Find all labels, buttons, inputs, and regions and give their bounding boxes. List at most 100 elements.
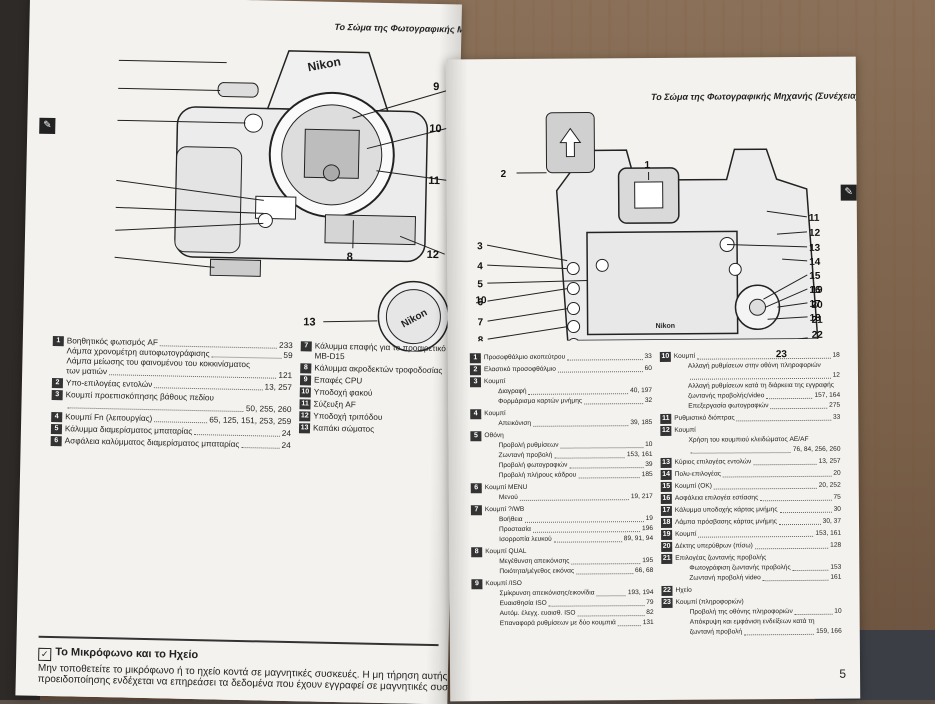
leader-dots [744, 634, 814, 635]
callout-21: 21 [812, 315, 823, 326]
legend-number: 17 [661, 506, 672, 516]
note-title: Το Μικρόφωνο και το Ηχείο [55, 646, 198, 661]
legend-text: Χρήση του κουμπιού κλειδώματος AE/AF [688, 435, 808, 446]
legend-text: Κουμπί (πληροφοριών) [676, 597, 744, 607]
leader-dots [766, 398, 812, 399]
leader-dots [571, 563, 640, 564]
callout-12: 12 [427, 249, 439, 261]
legend-line: Καπάκι σώματος [313, 423, 449, 436]
leader-dots [780, 512, 832, 513]
callout-8: 8 [478, 335, 484, 341]
legend-text: Κουμπί [674, 352, 695, 362]
legend-text: Αλλαγή ρυθμίσεων κατά τη διάρκεια της εγ… [688, 381, 834, 392]
page-ref: 128 [830, 541, 841, 551]
leader-dots [760, 500, 831, 501]
legend-text: Ρυθμιστικό διόπτρας [674, 413, 734, 423]
legend-text: Προβολή φωτογραφιών [499, 461, 568, 471]
page-number: 5 [839, 667, 846, 681]
page-ref: 19 [646, 514, 653, 524]
legend-text: Κουμπί (OK) [675, 482, 712, 492]
legend-number: 2 [470, 365, 481, 375]
leader-dots [212, 356, 282, 358]
legend-text: Κύριος επιλογέας εντολών [675, 457, 752, 468]
page-ref: 89, 91, 94 [624, 534, 653, 544]
page-ref: 20, 252 [819, 481, 841, 491]
legend-text: Ποιότητα/μέγεθος εικόνας [499, 567, 574, 578]
legend-number: 4 [51, 412, 62, 422]
page-ref: 12 [833, 371, 840, 381]
legend-text: Κάλυμμα υποδοχής κάρτας μνήμης [675, 505, 778, 516]
legend-number: 5 [51, 424, 62, 434]
check-icon: ✓ [38, 648, 51, 661]
callout-10: 10 [475, 295, 486, 306]
legend-text: Ζωντανή προβολή video [689, 573, 761, 583]
leader-dots [533, 531, 640, 533]
legend-text: Κουμπί [675, 530, 696, 540]
legend-text: Πολυ-επιλογέας [675, 470, 721, 480]
callout-8: 8 [347, 251, 353, 263]
legend-text: Ασφάλεια καλύμματος διαμερίσματος μπαταρ… [65, 436, 240, 450]
page-ref: 33 [644, 352, 651, 362]
leader-dots [753, 464, 816, 465]
leader-dots [779, 524, 821, 525]
leader-dots [755, 548, 828, 550]
callout-22: 22 [812, 330, 823, 341]
camera-front-illustration: Nikon Nikon 1 [113, 25, 460, 352]
legend-text: Δέκτης υπερύθρων (πίσω) [675, 541, 753, 552]
page-ref: 13, 257 [819, 457, 841, 467]
page-ref: 65, 125, 151, 253, 259 [209, 415, 291, 427]
legend-text: των ματιών [66, 366, 107, 377]
legend-number: 22 [661, 586, 672, 596]
page-ref: 40, 197 [630, 386, 652, 396]
leader-dots [554, 457, 624, 458]
legend-text: Φωτογράφιση ζωντανής προβολής [689, 563, 790, 574]
legend-text: Προστασία [499, 525, 531, 535]
page-ref: 24 [282, 429, 291, 439]
legend-text: Μεγέθυνση απεικόνισης [499, 557, 569, 567]
legend-text: ζωντανής προβολής/video [688, 391, 764, 402]
legend-text: Ελαστικό προσοφθάλμιο [484, 365, 556, 376]
running-header: Το Σώμα της Φωτογραφικής Μηχανής (Συνέχε… [651, 91, 859, 102]
legend-number: 19 [661, 530, 672, 540]
leader-dots [533, 425, 628, 427]
legend-text: Ισορροπία λευκού [499, 535, 552, 545]
legend-text: Διαγραφή [498, 387, 527, 397]
right-manual-page: Το Σώμα της Φωτογραφικής Μηχανής (Συνέχε… [446, 57, 860, 702]
left-manual-page: Το Σώμα της Φωτογραφικής Μηχανής ✎ Nikon… [15, 0, 462, 704]
page-ref: 30, 37 [823, 517, 841, 527]
legend-text: Λάμπα πρόσβασης κάρτας μνήμης [675, 517, 777, 528]
legend-text: Υποδοχή φακού [314, 388, 373, 399]
leader-dots [763, 580, 829, 581]
leader-dots [737, 420, 831, 422]
legend-number: 10 [300, 387, 311, 397]
legend-number: 6 [471, 483, 482, 493]
legend-text: Ευαισθησία ISO [500, 599, 547, 609]
leader-dots [154, 421, 207, 423]
callout-19: 19 [811, 285, 822, 296]
callout-13: 13 [303, 316, 315, 328]
page-ref: 13, 257 [264, 382, 292, 393]
page-ref: 159, 166 [816, 627, 842, 637]
page-ref: 19, 217 [631, 492, 653, 502]
page-ref: 60 [645, 364, 652, 374]
callout-4: 4 [477, 261, 483, 272]
leader-dots [561, 447, 644, 449]
